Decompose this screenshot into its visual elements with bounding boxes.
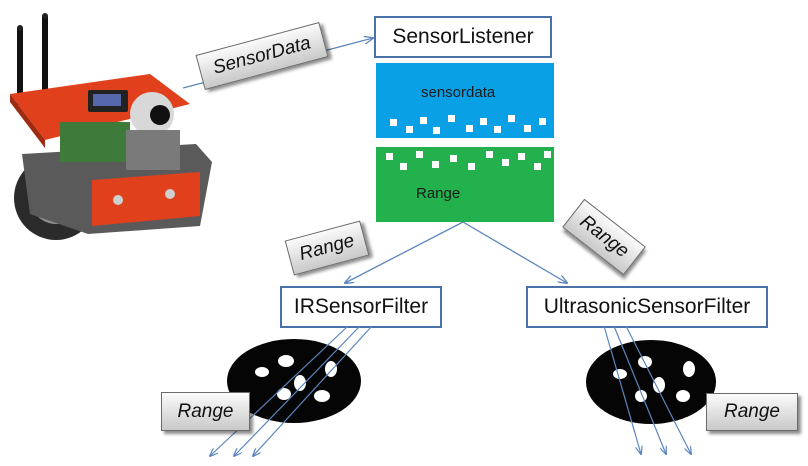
range-band-label: Range bbox=[416, 185, 461, 202]
ultrasonic-sensor-filter-box: UltrasonicSensorFilter bbox=[526, 286, 768, 328]
sensor-data-bands bbox=[376, 63, 554, 222]
robot-icon bbox=[10, 13, 212, 240]
ir-output-ray-3 bbox=[253, 325, 373, 456]
sensordata-band-label: sensordata bbox=[421, 84, 496, 101]
range-tag-bottom-right: Range bbox=[706, 393, 798, 431]
range-tag-bottom-left: Range bbox=[161, 392, 250, 431]
sensor-listener-box: SensorListener bbox=[374, 16, 552, 58]
filter-lens-icon bbox=[586, 340, 716, 424]
ir-sensor-filter-box: IRSensorFilter bbox=[280, 286, 442, 328]
ir-output-ray-2 bbox=[234, 325, 361, 456]
ir-output-ray-1 bbox=[210, 325, 349, 456]
ultrasonic-output-ray-3 bbox=[625, 325, 691, 454]
ultrasonic-output-ray-1 bbox=[603, 325, 641, 454]
arrow-to-ir-filter bbox=[345, 221, 464, 283]
data-packets bbox=[386, 115, 551, 170]
arrow-to-ultrasonic-filter bbox=[462, 221, 567, 283]
ultrasonic-output-ray-2 bbox=[613, 325, 666, 454]
